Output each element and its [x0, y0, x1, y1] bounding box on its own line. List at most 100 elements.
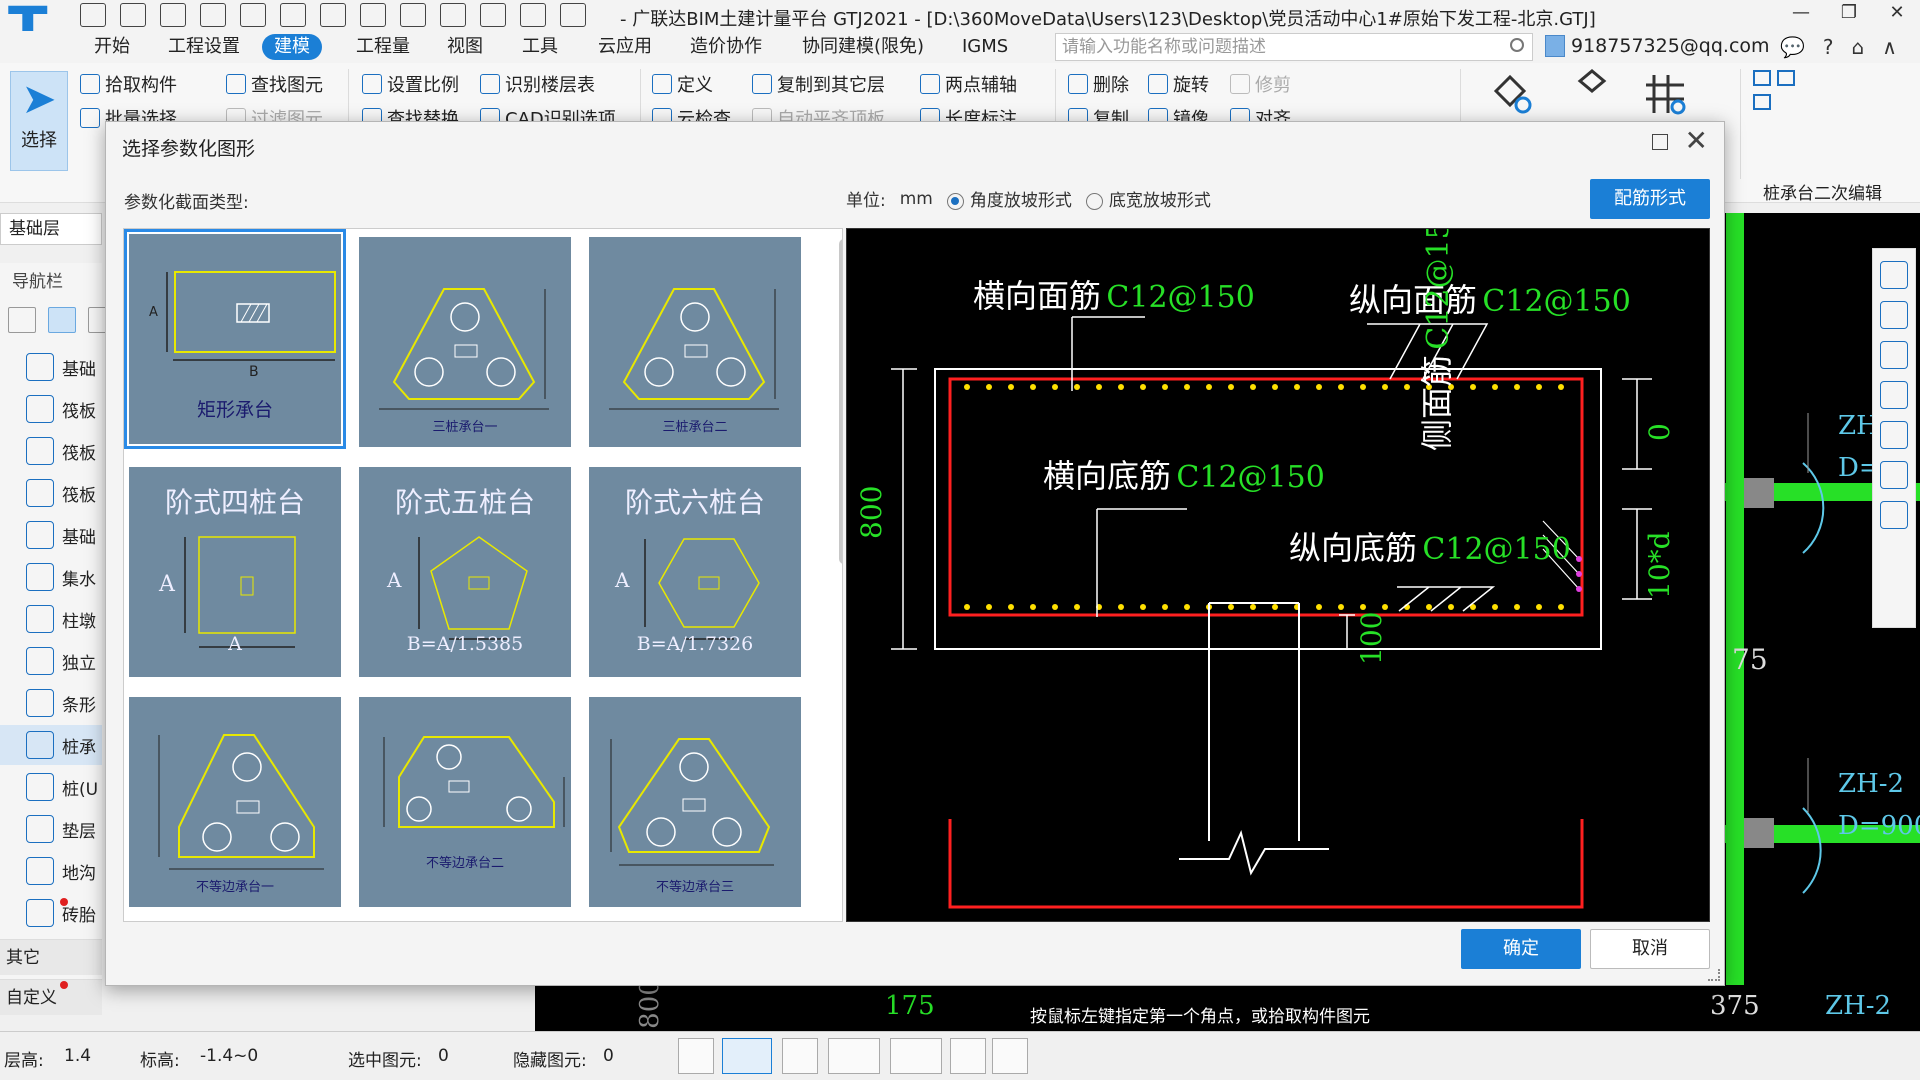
- menu-quantities[interactable]: 工程量: [356, 36, 410, 57]
- nav-group-other[interactable]: 其它: [0, 939, 102, 975]
- box-view-icon[interactable]: [1880, 341, 1908, 369]
- menu-collab-modeling[interactable]: 协同建模(限免): [802, 36, 925, 57]
- two-point-axis-button[interactable]: 两点辅轴: [920, 71, 1017, 97]
- nav-item-foundation-beam[interactable]: 基础: [0, 347, 102, 387]
- nav-item-brick-mold[interactable]: 砖胎: [0, 893, 102, 933]
- menu-view[interactable]: 视图: [447, 36, 483, 57]
- nav-item-trench[interactable]: 地沟: [0, 851, 102, 891]
- radio-width-slope[interactable]: 底宽放坡形式: [1085, 186, 1211, 211]
- menu-cloud[interactable]: 云应用: [598, 36, 652, 57]
- snap-toggle-icon[interactable]: [722, 1038, 772, 1074]
- pick-component-button[interactable]: 拾取构件: [80, 71, 177, 97]
- nav-group-custom[interactable]: 自定义: [0, 979, 102, 1015]
- shape-unequal-cap-1[interactable]: 不等边承台一: [129, 697, 341, 907]
- trim-button[interactable]: 修剪: [1230, 71, 1291, 97]
- menu-tools[interactable]: 工具: [522, 36, 558, 57]
- copy-to-other-floor-button[interactable]: 复制到其它层: [752, 71, 885, 97]
- nav-item-cushion[interactable]: 垫层: [0, 809, 102, 849]
- new-doc-icon[interactable]: [120, 3, 146, 27]
- layout-icon[interactable]: [440, 3, 466, 27]
- nav-item-strip-footing[interactable]: 条形: [0, 683, 102, 723]
- pile-cap-edit-icon[interactable]: [1570, 67, 1616, 113]
- restore-icon[interactable]: ❐: [1840, 2, 1858, 23]
- radio-angle-slope[interactable]: 角度放坡形式: [946, 186, 1072, 211]
- select-tool-button[interactable]: ➤ 选择: [10, 71, 68, 171]
- new-file-icon[interactable]: [80, 3, 106, 27]
- nav-add-icon[interactable]: [8, 307, 36, 333]
- grid-layout-icon[interactable]: [1642, 71, 1688, 117]
- redo-icon[interactable]: [280, 3, 306, 27]
- menu-igms[interactable]: IGMS: [962, 36, 1009, 57]
- sum-icon[interactable]: [320, 3, 346, 27]
- floor-selector[interactable]: 基础层: [0, 213, 102, 245]
- pile-cap-smart-layout-icon[interactable]: [1490, 71, 1536, 117]
- layer-toggle-icon[interactable]: [950, 1038, 986, 1074]
- nav-item-isolated-footing[interactable]: 独立: [0, 641, 102, 681]
- find-element-button[interactable]: 查找图元: [226, 71, 323, 97]
- nav-item-label: 基础: [62, 359, 96, 380]
- close-icon[interactable]: ✕: [1889, 2, 1905, 23]
- offset-toggle-icon[interactable]: [890, 1038, 942, 1074]
- menu-project-settings[interactable]: 工程设置: [168, 36, 240, 57]
- nav-item-pile-cap[interactable]: 桩承: [0, 725, 102, 765]
- define-button[interactable]: 定义: [652, 71, 713, 97]
- shape-three-pile-cap-1[interactable]: 三桩承台一: [359, 237, 571, 447]
- track-toggle-icon[interactable]: [992, 1038, 1028, 1074]
- cross-toggle-icon[interactable]: [782, 1038, 818, 1074]
- nav-list-icon[interactable]: [48, 307, 76, 333]
- cube-icon[interactable]: [1880, 381, 1908, 409]
- angle-toggle-icon[interactable]: [828, 1038, 880, 1074]
- nav-item-foundation-strip[interactable]: 基础: [0, 515, 102, 555]
- shape-unequal-cap-3[interactable]: 不等边承台三: [589, 697, 801, 907]
- undo-icon[interactable]: [240, 3, 266, 27]
- collapse-ribbon-icon[interactable]: ∧: [1882, 35, 1897, 59]
- nav-item-raft-rebar[interactable]: 筏板: [0, 431, 102, 471]
- minimize-icon[interactable]: —: [1792, 2, 1810, 23]
- properties-icon[interactable]: [1880, 501, 1908, 529]
- pen-icon[interactable]: [480, 3, 506, 27]
- cad-canvas-bottom[interactable]: 800 175 375 ZH-2: [535, 979, 1920, 1031]
- report-icon[interactable]: [360, 3, 386, 27]
- user-account[interactable]: 918757325@qq.com: [1545, 35, 1770, 57]
- rotate-button[interactable]: 旋转: [1148, 71, 1209, 97]
- nav-item-raft-main-rebar[interactable]: 筏板: [0, 473, 102, 513]
- secondary-edit-icons[interactable]: [1752, 67, 1798, 113]
- nav-item-raft-slab[interactable]: 筏板: [0, 389, 102, 429]
- menu-cost-collab[interactable]: 造价协作: [690, 36, 762, 57]
- menu-start[interactable]: 开始: [94, 36, 130, 57]
- save-icon[interactable]: [200, 3, 226, 27]
- set-scale-button[interactable]: 设置比例: [362, 71, 459, 97]
- ortho-toggle-icon[interactable]: [678, 1038, 714, 1074]
- help-icon[interactable]: ?: [1822, 35, 1834, 59]
- menu-modeling[interactable]: 建模: [262, 34, 322, 60]
- shape-rect-cap[interactable]: A B 矩形承台: [124, 229, 346, 449]
- maximize-icon[interactable]: [1652, 134, 1668, 150]
- function-search-input[interactable]: 请输入功能名称或问题描述: [1055, 33, 1533, 61]
- delete-button[interactable]: 删除: [1068, 71, 1129, 97]
- view-3d-icon[interactable]: [1880, 301, 1908, 329]
- open-folder-icon[interactable]: [160, 3, 186, 27]
- grid-icon[interactable]: [400, 3, 426, 27]
- nav-item-pile[interactable]: 桩(U: [0, 767, 102, 807]
- home-icon[interactable]: ⌂: [1851, 35, 1865, 59]
- zoom-extents-icon[interactable]: [1880, 421, 1908, 449]
- shape-stepped-four-pile[interactable]: 阶式四桩台 A A: [129, 467, 341, 677]
- close-icon[interactable]: ✕: [1684, 124, 1708, 157]
- table-icon[interactable]: [520, 3, 546, 27]
- shape-three-pile-cap-2[interactable]: 三桩承台二: [589, 237, 801, 447]
- nav-item-sump[interactable]: 集水: [0, 557, 102, 597]
- shape-unequal-cap-2[interactable]: 不等边承台二: [359, 697, 571, 907]
- nav-item-column-pier[interactable]: 柱墩: [0, 599, 102, 639]
- orbit-icon[interactable]: [1880, 261, 1908, 289]
- display-settings-icon[interactable]: [1880, 461, 1908, 489]
- message-icon[interactable]: 💬: [1780, 35, 1805, 59]
- shape-stepped-six-pile[interactable]: 阶式六桩台 A B=A/1.7326: [589, 467, 801, 677]
- cancel-button[interactable]: 取消: [1590, 929, 1710, 969]
- ok-button[interactable]: 确定: [1461, 929, 1581, 969]
- refresh-icon[interactable]: [560, 3, 586, 27]
- resize-grip-icon[interactable]: [1708, 969, 1720, 981]
- shape-stepped-five-pile[interactable]: 阶式五桩台 A B=A/1.5385: [359, 467, 571, 677]
- gallery-scrollbar[interactable]: [839, 239, 842, 564]
- identify-floor-table-button[interactable]: 识别楼层表: [480, 71, 595, 97]
- rebar-form-button[interactable]: 配筋形式: [1590, 179, 1710, 219]
